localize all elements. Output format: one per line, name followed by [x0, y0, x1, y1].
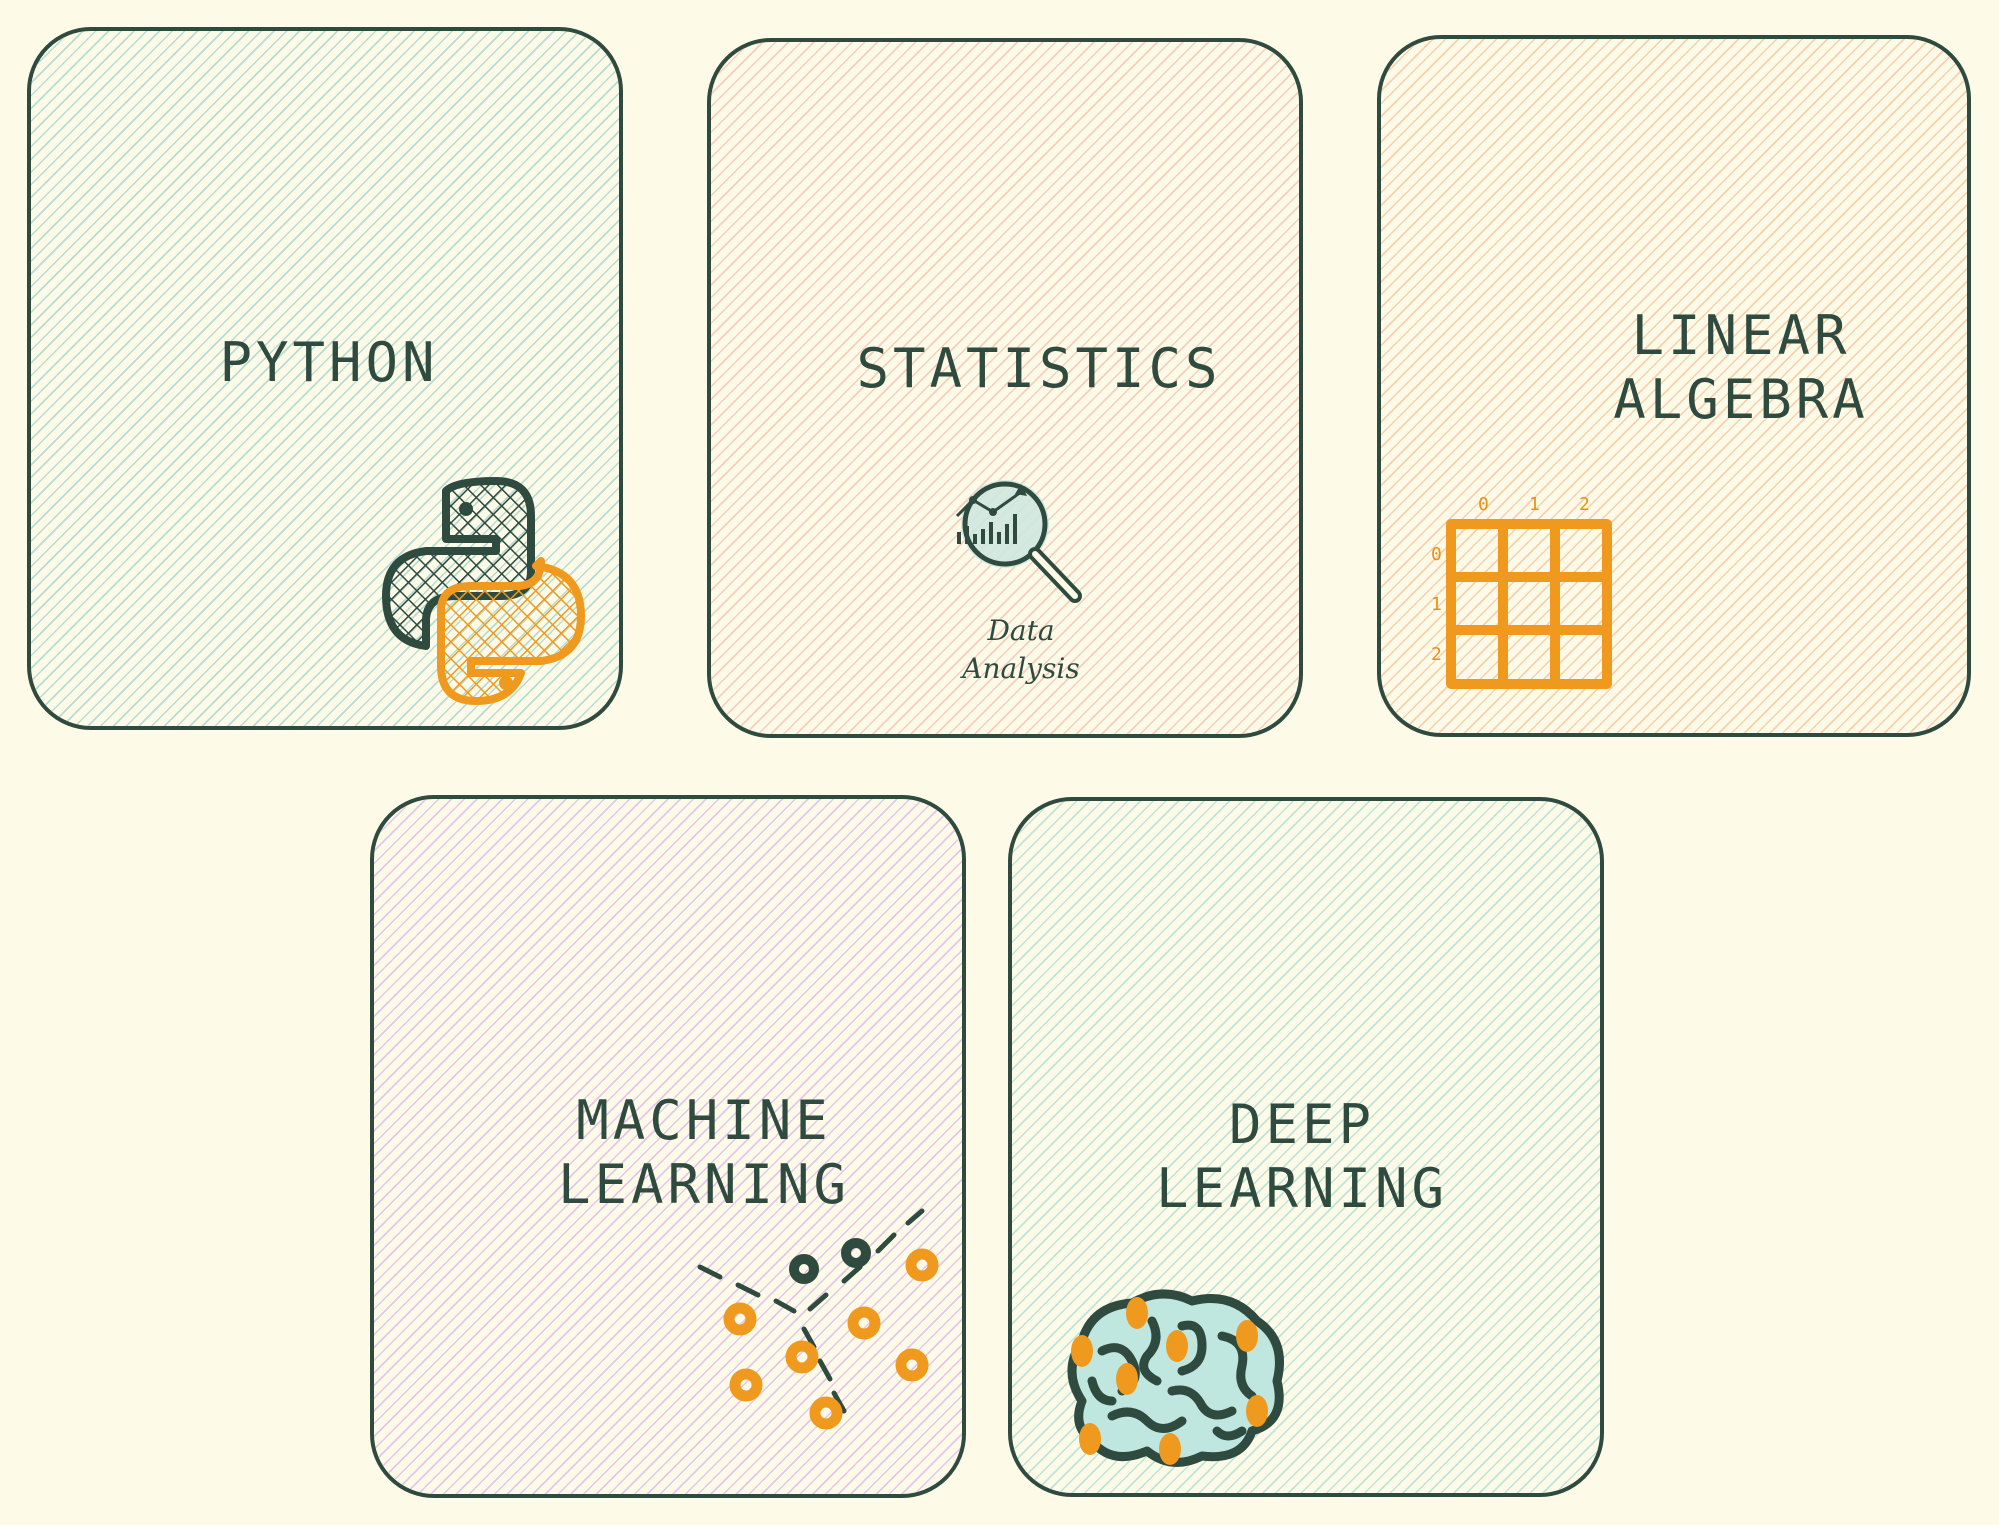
card-title: STATISTICS — [856, 337, 1222, 400]
card-title: PYTHON — [219, 331, 439, 394]
matrix-col-index: 1 — [1529, 494, 1540, 515]
python-logo-icon — [382, 477, 585, 705]
card-machine-learning: MACHINE LEARNING — [370, 795, 966, 1498]
magnifier-chart-icon — [955, 480, 1082, 603]
card-python: PYTHON — [27, 27, 623, 730]
card-statistics: STATISTICS Data Analysis — [707, 38, 1303, 738]
card-title: MACHINE LEARNING — [557, 1089, 851, 1216]
matrix-row-index: 2 — [1431, 644, 1442, 665]
cluster-scatter-icon — [697, 1208, 939, 1430]
card-title: LINEAR ALGEBRA — [1613, 304, 1869, 431]
card-title: DEEP LEARNING — [1155, 1093, 1449, 1220]
matrix-col-index: 2 — [1579, 494, 1590, 515]
card-deep-learning: DEEP LEARNING — [1008, 797, 1604, 1497]
statistics-caption: Data Analysis — [962, 614, 1080, 685]
matrix-row-index: 1 — [1431, 594, 1442, 615]
matrix-row-index: 0 — [1431, 544, 1442, 565]
card-linear-algebra: LINEAR ALGEBRA 0 1 2 0 1 2 — [1377, 35, 1971, 737]
brain-network-icon — [1067, 1289, 1284, 1467]
matrix-grid-icon — [1446, 519, 1612, 689]
matrix-col-index: 0 — [1478, 494, 1489, 515]
